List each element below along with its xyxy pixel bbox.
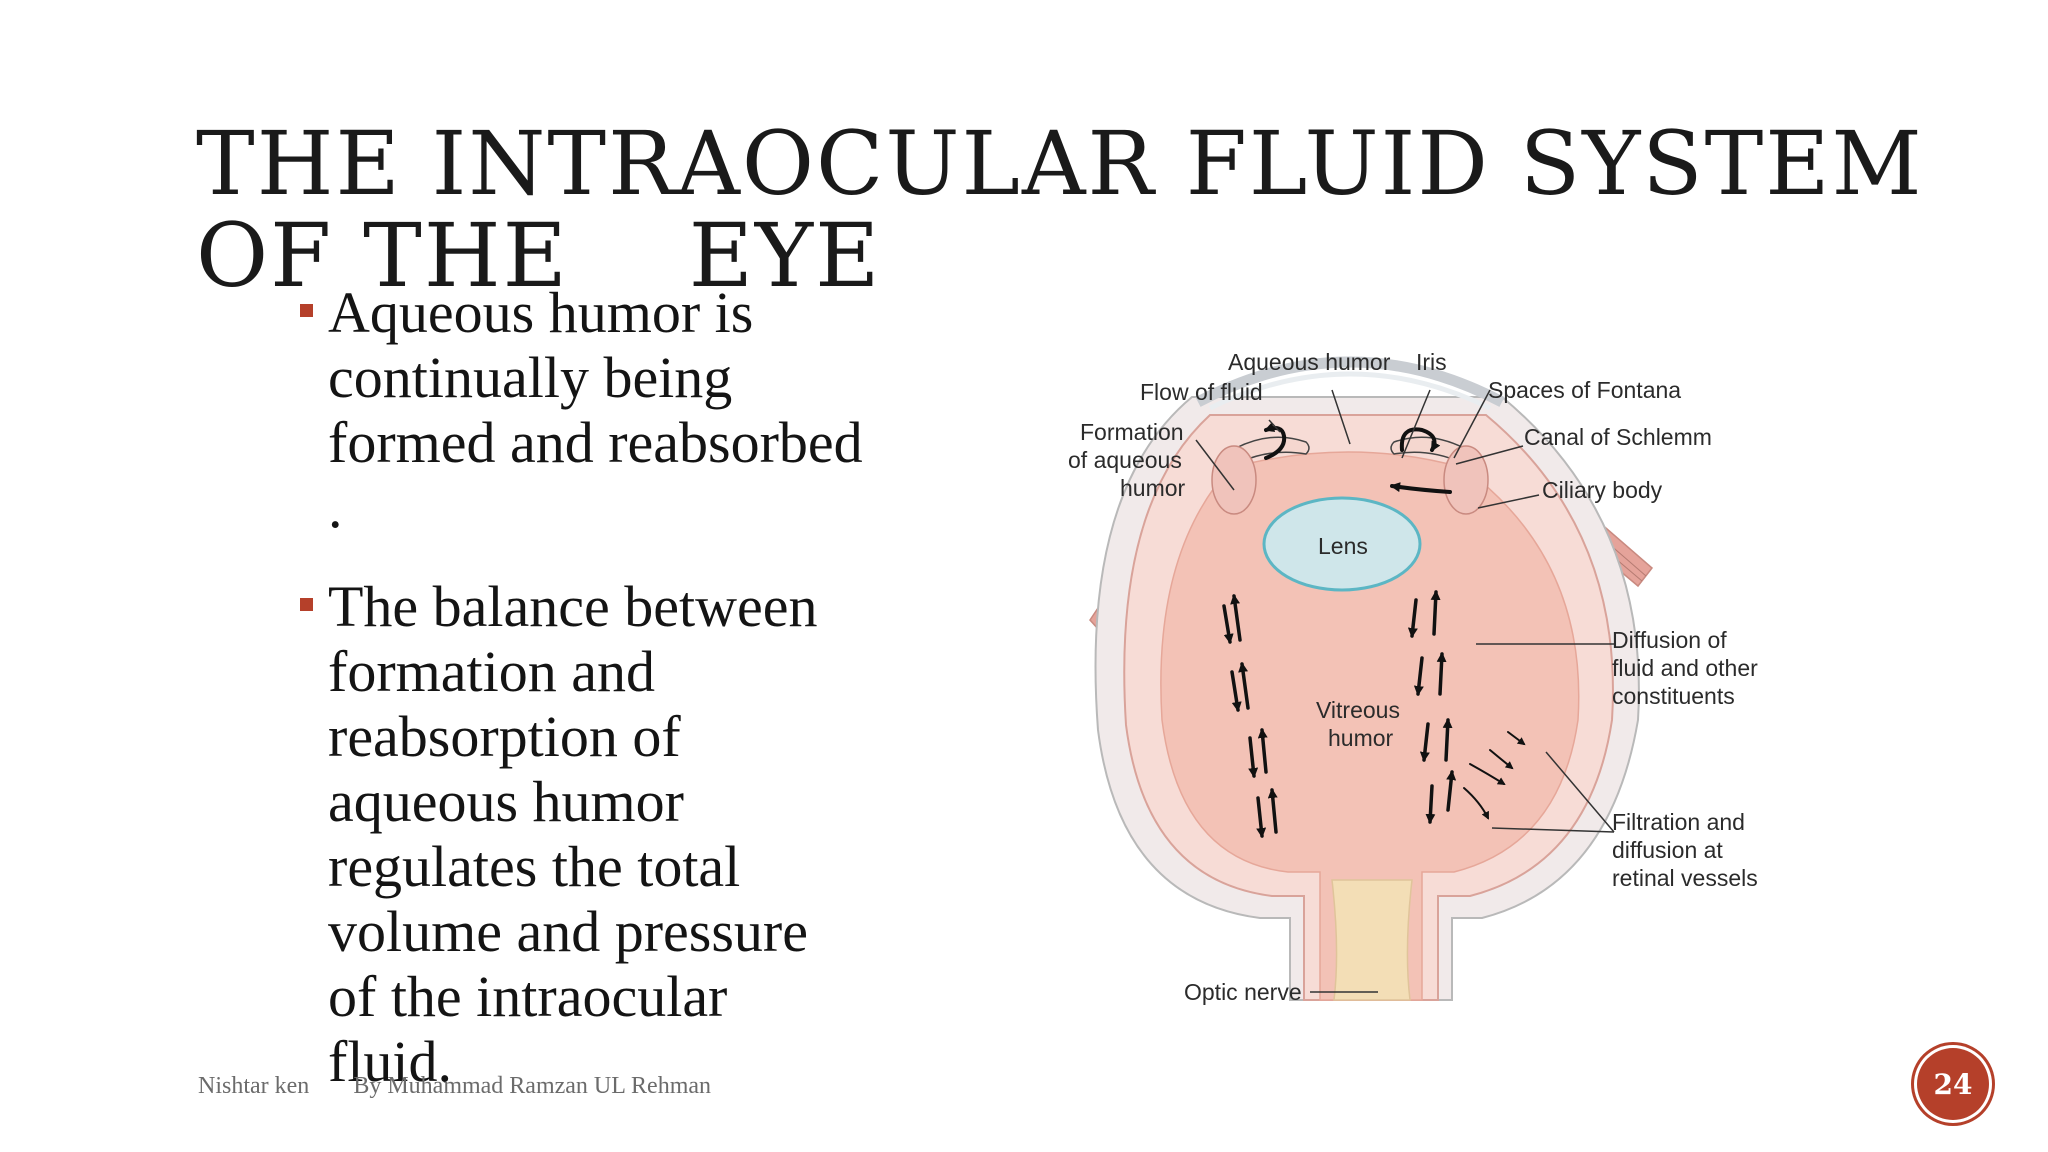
label-formation-3: humor	[1120, 475, 1186, 501]
lens	[1262, 496, 1422, 592]
bullet-line: volume and pressure	[328, 899, 808, 964]
label-ciliary-body: Ciliary body	[1542, 477, 1663, 503]
bullet-line: reabsorption of	[328, 704, 681, 769]
eye-diagram: Aqueous humor Iris Flow of fluid Spaces …	[1068, 349, 1758, 1005]
label-filtration-3: retinal vessels	[1612, 865, 1758, 891]
slide-title: THE INTRAOCULAR FLUID SYSTEM OF THE EYE	[196, 112, 1924, 307]
bullet-line: Aqueous humor is	[328, 280, 754, 345]
leader-lines	[1195, 389, 1615, 993]
label-vitreous-1: Vitreous	[1316, 697, 1400, 723]
label-canal-of-schlemm: Canal of Schlemm	[1524, 424, 1712, 450]
footer-right: By Muhammad Ramzan UL Rehman	[353, 1073, 712, 1099]
ciliary-body-right	[1443, 445, 1489, 515]
label-filtration-2: diffusion at	[1612, 837, 1723, 863]
label-formation-1: Formation	[1080, 419, 1184, 445]
bullet-marker-icon	[300, 598, 313, 611]
bullet-line: aqueous humor	[328, 769, 684, 834]
iris-right	[1390, 436, 1465, 464]
page-number-badge: 24	[1917, 1048, 1989, 1120]
label-lens: Lens	[1318, 533, 1368, 559]
label-diffusion-2: fluid and other	[1612, 655, 1758, 681]
bullet-line: The balance between	[328, 574, 818, 639]
footer-left: Nishtar ken	[198, 1073, 310, 1099]
title-line-2: OF THE EYE	[196, 204, 882, 307]
title-line-1: THE INTRAOCULAR FLUID SYSTEM	[196, 112, 1924, 215]
bullet-marker-icon	[300, 304, 313, 317]
label-diffusion-3: constituents	[1612, 683, 1735, 709]
aqueous-flow-arrows	[1264, 422, 1452, 494]
bullet-item: The balance between formation and reabso…	[296, 574, 1016, 1094]
bullet-line: of the intraocular	[328, 964, 728, 1029]
label-filtration-1: Filtration and	[1612, 809, 1745, 835]
bullet-line: .	[328, 475, 343, 540]
bullet-line: formation and	[328, 639, 655, 704]
label-vitreous-2: humor	[1328, 725, 1394, 751]
filtration-arrows	[1463, 731, 1526, 820]
label-aqueous-humor: Aqueous humor	[1228, 349, 1391, 375]
vitreous-arrows	[1222, 590, 1457, 838]
bullet-item: Aqueous humor is continually being forme…	[296, 280, 1016, 540]
label-flow-of-fluid: Flow of fluid	[1140, 379, 1263, 405]
label-iris: Iris	[1416, 349, 1447, 375]
optic-nerve	[1331, 879, 1413, 1001]
bullet-line: regulates the total	[328, 834, 741, 899]
label-diffusion-1: Diffusion of	[1612, 627, 1727, 653]
cornea-inner	[1208, 371, 1492, 411]
label-spaces-of-fontana: Spaces of Fontana	[1488, 377, 1681, 403]
bullet-line: formed and reabsorbed	[328, 410, 863, 475]
bullet-line: continually being	[328, 345, 733, 410]
iris-left	[1235, 436, 1310, 464]
cornea	[1195, 356, 1505, 407]
bullet-list: Aqueous humor is continually being forme…	[296, 280, 1016, 1128]
slide-footer: Nishtar ken By Muhammad Ramzan UL Rehman	[198, 1073, 711, 1100]
label-optic-nerve: Optic nerve	[1184, 979, 1302, 1005]
bullet-line: fluid.	[328, 1029, 453, 1094]
ciliary-body-left	[1211, 445, 1257, 515]
label-formation-2: of aqueous	[1068, 447, 1182, 473]
